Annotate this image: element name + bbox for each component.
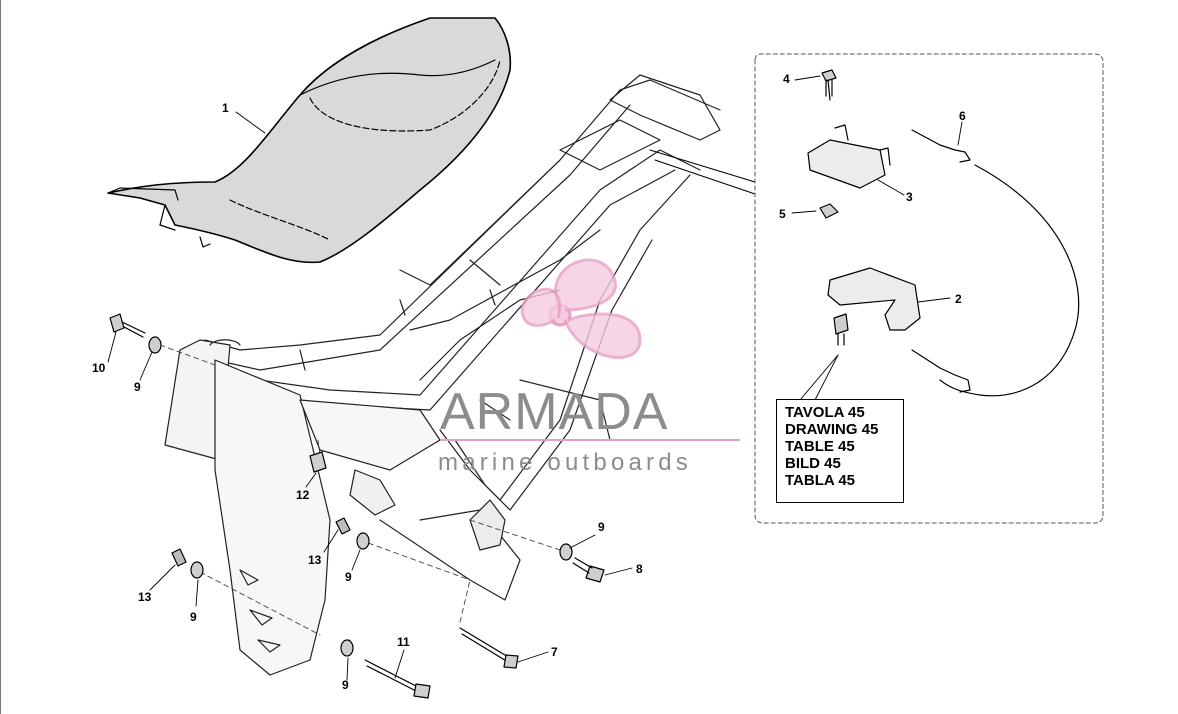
callout-2: 2 — [955, 292, 962, 306]
callout-13: 13 — [308, 553, 322, 567]
watermark-subtitle: marine outboards — [438, 449, 692, 476]
cable-part — [911, 129, 1080, 397]
callout-1: 1 — [222, 101, 229, 115]
callout-5: 5 — [779, 207, 786, 221]
callout-9: 9 — [190, 610, 197, 624]
callout-9: 9 — [345, 570, 352, 584]
callout-labels: 1 10 9 12 13 9 9 8 13 9 11 7 9 4 6 3 5 2 — [92, 72, 966, 692]
seat-part — [107, 17, 512, 264]
frame-part — [164, 74, 721, 676]
bracket-part — [807, 69, 921, 346]
callout-9: 9 — [598, 520, 605, 534]
reference-line: BILD 45 — [785, 455, 841, 472]
left-edge-divider — [0, 0, 1, 714]
callout-7: 7 — [551, 645, 558, 659]
reference-line: DRAWING 45 — [785, 421, 879, 438]
callout-8: 8 — [636, 562, 643, 576]
washer-part — [148, 336, 573, 657]
bolt-part — [109, 313, 146, 338]
callout-4: 4 — [783, 72, 790, 86]
propeller-logo — [520, 258, 642, 359]
callout-13: 13 — [138, 590, 152, 604]
callout-11: 11 — [397, 635, 410, 649]
drawing-reference-box: TAVOLA 45 DRAWING 45 TABLE 45 BILD 45 TA… — [776, 399, 904, 503]
watermark-title: ARMADA — [440, 383, 669, 441]
callout-12: 12 — [296, 488, 310, 502]
callout-10: 10 — [92, 361, 106, 375]
reference-line: TABLE 45 — [785, 438, 855, 455]
callout-9: 9 — [342, 678, 349, 692]
reference-line: TAVOLA 45 — [785, 404, 865, 421]
callout-6: 6 — [959, 109, 966, 123]
reference-line: TABLA 45 — [785, 472, 856, 489]
callout-9: 9 — [134, 380, 141, 394]
callout-3: 3 — [906, 190, 913, 204]
